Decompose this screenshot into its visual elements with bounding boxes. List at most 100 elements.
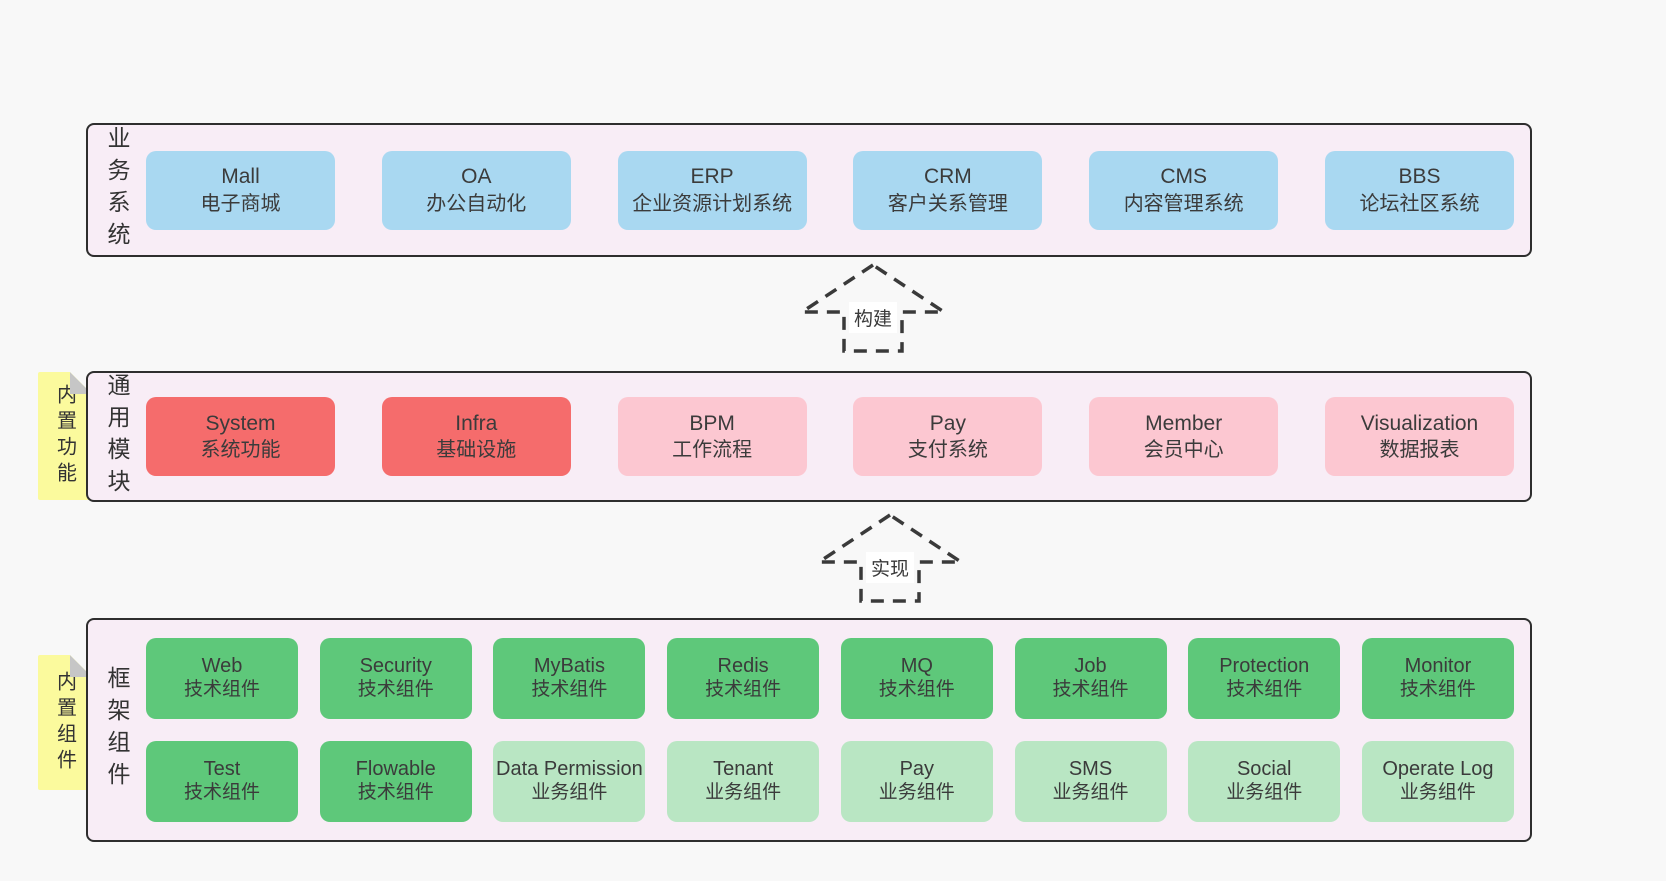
box-operate-log: Operate Log 业务组件 [1361,741,1514,822]
components-row-1: Web 技术组件 Security 技术组件 MyBatis 技术组件 Redi… [146,638,1514,719]
box-protection: Protection 技术组件 [1188,638,1341,719]
band-business-systems: 业务系统 Mall 电子商城 OA 办公自动化 ERP 企业资源计划系统 CRM… [86,123,1532,257]
box-title: Mall [221,165,260,189]
box-title: Pay [899,758,935,781]
up-arrow-icon [815,512,965,603]
box-title: Redis [717,655,769,678]
box-subtitle: 技术组件 [1052,679,1129,701]
box-subtitle: 技术组件 [1226,679,1303,701]
box-subtitle: 技术组件 [878,679,955,701]
box-member: Member 会员中心 [1089,397,1279,476]
box-sms: SMS 业务组件 [1014,741,1167,822]
box-subtitle: 业务组件 [531,782,608,804]
box-title: Data Permission [496,758,643,781]
components-row-2: Test 技术组件 Flowable 技术组件 Data Permission … [146,741,1514,822]
box-subtitle: 会员中心 [1143,439,1224,462]
band-framework-components: 框架组件 Web 技术组件 Security 技术组件 MyBatis 技术组件… [86,618,1532,842]
box-title: BPM [689,411,735,435]
box-subtitle: 客户关系管理 [887,192,1008,215]
band-common-modules: 通用模块 System 系统功能 Infra 基础设施 BPM 工作流程 Pay… [86,371,1532,502]
box-mq: MQ 技术组件 [840,638,993,719]
box-erp: ERP 企业资源计划系统 [617,150,807,230]
box-subtitle: 工作流程 [672,439,753,462]
box-test: Test 技术组件 [146,741,298,822]
box-title: OA [461,165,492,189]
box-title: System [205,411,276,435]
box-title: MyBatis [533,655,605,678]
box-subtitle: 业务组件 [1399,782,1476,804]
box-title: SMS [1068,758,1113,781]
box-title: BBS [1398,165,1441,189]
box-security: Security 技术组件 [319,638,472,719]
box-pay-component: Pay 业务组件 [840,741,993,822]
box-crm: CRM 客户关系管理 [853,150,1043,230]
box-tenant: Tenant 业务组件 [667,741,820,822]
box-data-permission: Data Permission 业务组件 [493,741,646,822]
box-monitor: Monitor 技术组件 [1361,638,1514,719]
box-subtitle: 内容管理系统 [1123,192,1244,215]
build-arrow: 构建 [798,262,948,354]
box-subtitle: 办公自动化 [426,192,527,215]
up-arrow-icon [798,262,948,353]
box-title: Visualization [1360,411,1479,435]
framework-components-rows: Web 技术组件 Security 技术组件 MyBatis 技术组件 Redi… [146,620,1514,840]
band-label-common-modules: 通用模块 [104,372,130,501]
box-title: CMS [1160,165,1208,189]
box-subtitle: 技术组件 [183,679,260,701]
box-flowable: Flowable 技术组件 [319,741,472,822]
box-subtitle: 技术组件 [531,679,608,701]
box-title: Member [1145,411,1223,435]
box-subtitle: 支付系统 [907,439,988,462]
box-subtitle: 业务组件 [1052,782,1129,804]
note-label: 内置组件 [53,670,76,775]
box-redis: Redis 技术组件 [667,638,820,719]
box-system: System 系统功能 [146,397,335,476]
implement-arrow: 实现 [815,512,965,604]
box-subtitle: 基础设施 [436,439,517,462]
note-label: 内置功能 [53,384,76,488]
box-subtitle: 技术组件 [183,782,260,804]
box-subtitle: 技术组件 [1399,679,1476,701]
box-title: MQ [900,655,933,678]
box-infra: Infra 基础设施 [381,397,571,476]
box-title: Security [359,655,432,678]
build-arrow-label: 构建 [848,302,898,333]
box-title: Tenant [713,758,774,781]
box-title: Social [1236,758,1292,781]
box-job: Job 技术组件 [1014,638,1167,719]
box-social: Social 业务组件 [1188,741,1341,822]
box-subtitle: 论坛社区系统 [1359,192,1480,215]
box-oa: OA 办公自动化 [381,150,571,230]
box-pay-module: Pay 支付系统 [853,397,1043,476]
box-subtitle: 业务组件 [705,782,782,804]
box-mall: Mall 电子商城 [146,150,335,230]
box-cms: CMS 内容管理系统 [1089,150,1279,230]
box-subtitle: 业务组件 [1226,782,1303,804]
box-title: Infra [455,411,498,435]
box-subtitle: 业务组件 [878,782,955,804]
box-bbs: BBS 论坛社区系统 [1324,150,1514,230]
band-label-business-systems: 业务系统 [104,126,130,254]
box-subtitle: 企业资源计划系统 [632,192,793,215]
band-label-framework-components: 框架组件 [104,666,130,794]
box-subtitle: 系统功能 [200,439,281,462]
box-title: Pay [929,411,966,435]
business-systems-boxes: Mall 电子商城 OA 办公自动化 ERP 企业资源计划系统 CRM 客户关系… [146,125,1514,255]
box-bpm: BPM 工作流程 [617,397,807,476]
box-subtitle: 电子商城 [200,192,281,215]
box-title: Job [1074,655,1107,678]
box-subtitle: 技术组件 [705,679,782,701]
note-builtin-components: 内置组件 [38,655,92,790]
box-title: Protection [1219,655,1310,678]
note-builtin-features: 内置功能 [38,372,92,500]
box-title: Web [201,655,243,678]
box-subtitle: 技术组件 [357,679,434,701]
box-title: Test [203,758,241,781]
box-title: Monitor [1404,655,1472,678]
box-title: Operate Log [1382,758,1494,781]
box-subtitle: 数据报表 [1379,439,1460,462]
box-mybatis: MyBatis 技术组件 [493,638,646,719]
common-modules-boxes: System 系统功能 Infra 基础设施 BPM 工作流程 Pay 支付系统… [146,373,1514,500]
box-title: Flowable [355,758,436,781]
